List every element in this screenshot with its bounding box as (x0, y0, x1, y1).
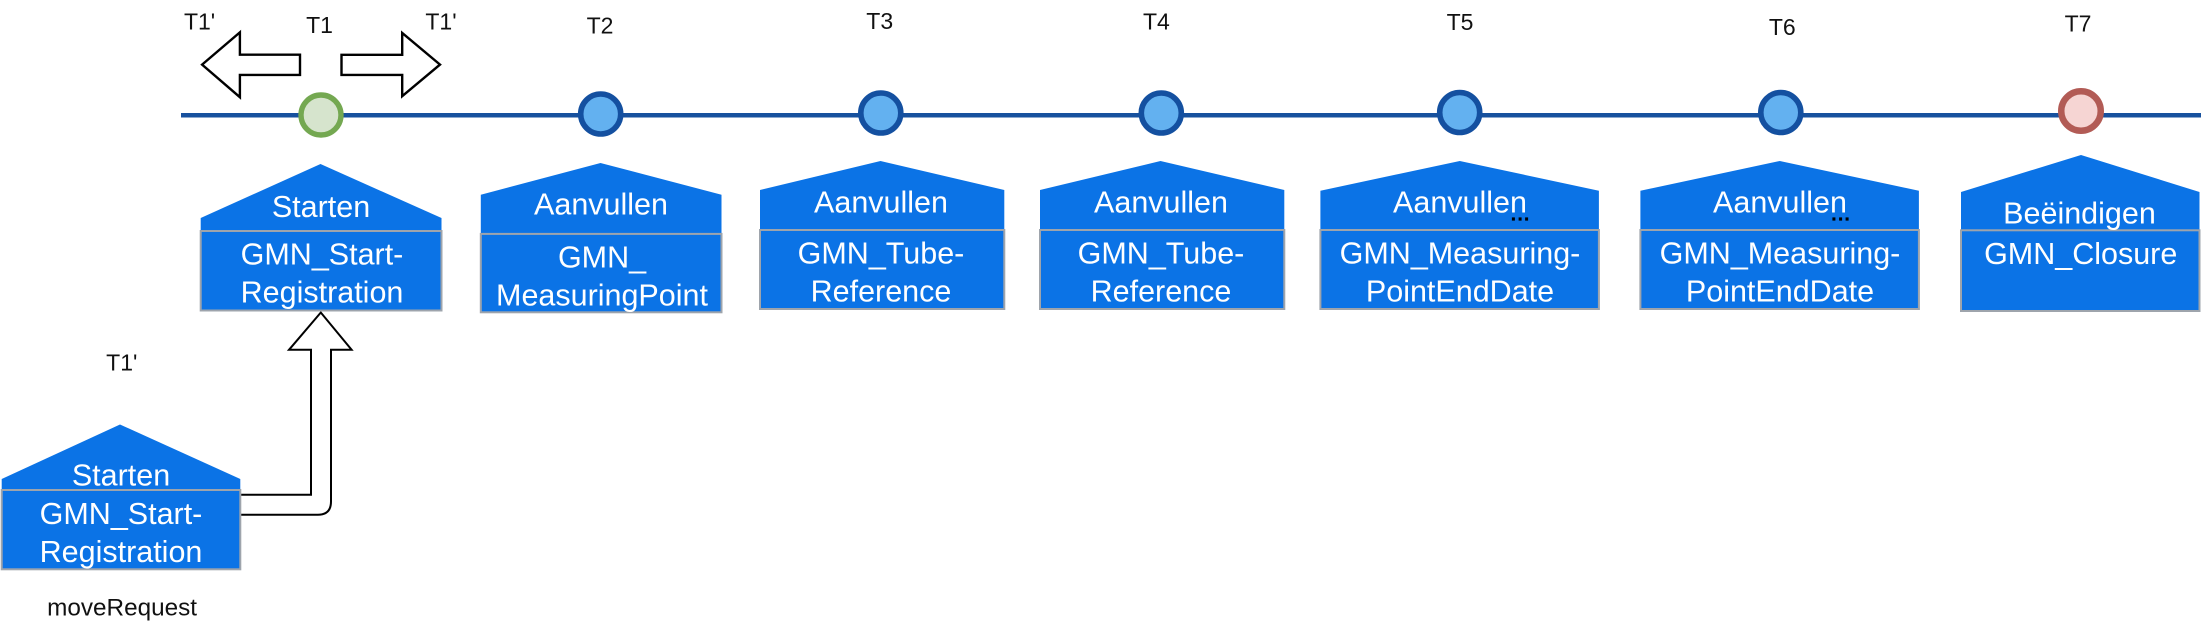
svg-text:PointEndDate: PointEndDate (1686, 275, 1874, 309)
svg-text:Aanvullen: Aanvullen (1094, 186, 1228, 220)
svg-text:Reference: Reference (1091, 275, 1232, 309)
svg-text:GMN_Tube-: GMN_Tube- (798, 237, 965, 271)
svg-text:T2: T2 (587, 12, 614, 38)
svg-text:moveRequest: moveRequest (47, 594, 197, 621)
svg-text:T1: T1 (306, 12, 333, 38)
svg-text:T3: T3 (866, 8, 893, 34)
svg-text:T1': T1' (184, 8, 215, 34)
svg-text:Aanvullen: Aanvullen (814, 186, 948, 220)
svg-text:GMN_Closure: GMN_Closure (1984, 237, 2177, 271)
svg-text:PointEndDate: PointEndDate (1366, 275, 1554, 309)
svg-text:GMN_Tube-: GMN_Tube- (1078, 237, 1245, 271)
svg-text:T5: T5 (1447, 9, 1474, 35)
svg-text:T4: T4 (1143, 9, 1170, 35)
svg-text:Starten: Starten (272, 190, 370, 224)
svg-text:Reference: Reference (811, 275, 952, 309)
svg-text:Aanvullen: Aanvullen (1713, 186, 1847, 220)
svg-text:GMN_Start-: GMN_Start- (241, 238, 404, 272)
svg-text:T6: T6 (1769, 14, 1796, 40)
svg-text:GMN_Start-: GMN_Start- (40, 497, 203, 531)
svg-text:Beëindigen: Beëindigen (2003, 197, 2156, 231)
svg-text:T7: T7 (2065, 11, 2092, 37)
svg-text:GMN_: GMN_ (558, 241, 647, 275)
svg-text:GMN_Measuring-: GMN_Measuring- (1340, 237, 1581, 271)
svg-text:T1': T1' (425, 9, 456, 35)
svg-text:Registration: Registration (241, 276, 404, 310)
svg-text:GMN_Measuring-: GMN_Measuring- (1660, 237, 1901, 271)
svg-text:T1': T1' (106, 349, 137, 375)
svg-text:MeasuringPoint: MeasuringPoint (496, 279, 708, 313)
svg-text:Aanvullen: Aanvullen (1393, 186, 1527, 220)
svg-text:Aanvullen: Aanvullen (534, 188, 668, 222)
svg-text:Registration: Registration (40, 535, 203, 569)
svg-text:Starten: Starten (72, 459, 170, 493)
